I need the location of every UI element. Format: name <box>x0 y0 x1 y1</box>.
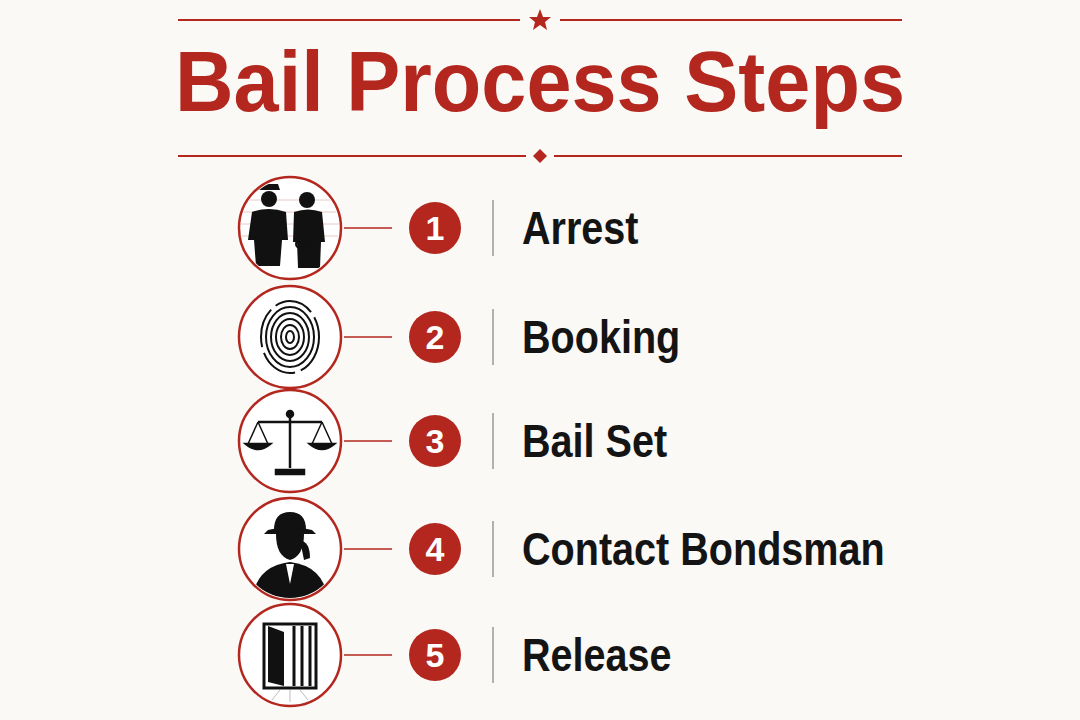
step-label: Arrest <box>522 205 639 251</box>
step-label: Bail Set <box>522 418 667 464</box>
callout-number: 5 <box>426 638 445 672</box>
fingerprint-icon <box>261 301 319 373</box>
step-number-circle: 2 <box>409 311 461 363</box>
arrest-icon <box>240 184 340 268</box>
dividers <box>492 200 494 683</box>
connector-ticks <box>344 228 392 655</box>
title: Bail Process Steps <box>175 38 905 124</box>
scales-icon <box>246 411 334 474</box>
callout-number: 4 <box>426 532 445 566</box>
step-label: Booking <box>522 314 680 360</box>
step-number-circle: 5 <box>409 629 461 681</box>
step-number-circle: 1 <box>409 202 461 254</box>
step-number-circle: 3 <box>409 415 461 467</box>
icon-circles <box>239 177 341 706</box>
diamond-ornament <box>533 149 547 163</box>
callout-number: 3 <box>426 424 445 458</box>
step-label: Contact Bondsman <box>522 526 885 572</box>
star-ornament <box>529 9 551 30</box>
callout-number: 2 <box>426 320 445 354</box>
bondsman-icon <box>252 512 328 600</box>
callout-number: 1 <box>426 211 445 245</box>
step-number-circle: 4 <box>409 523 461 575</box>
jail-door-icon <box>264 624 316 702</box>
step-label: Release <box>522 632 672 678</box>
